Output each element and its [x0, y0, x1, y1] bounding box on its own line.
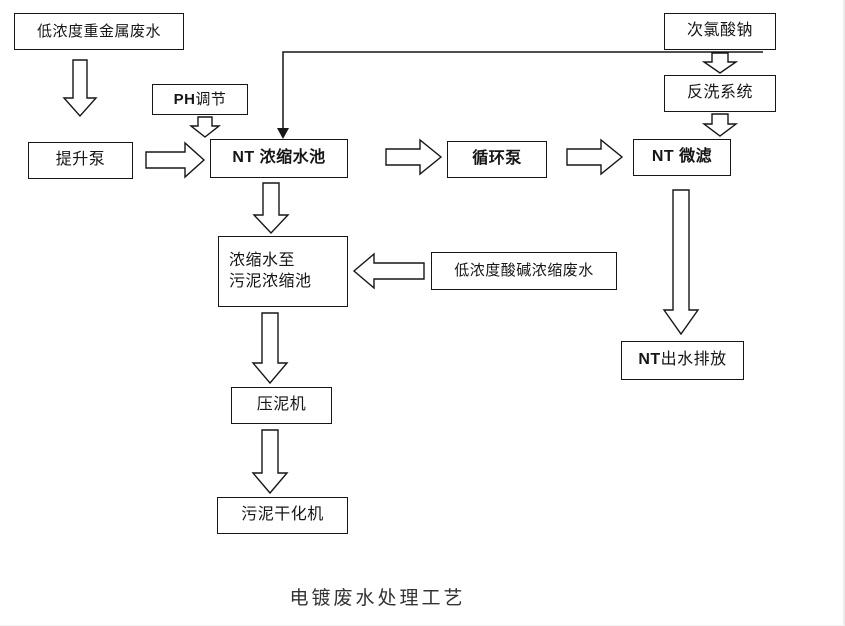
node-sodium-hypochlorite: 次氯酸钠	[664, 13, 776, 50]
arrow-hypochlorite-to-backwash	[701, 52, 739, 74]
node-label: 低浓度酸碱浓缩废水	[454, 262, 594, 280]
node-label: 调节	[195, 90, 227, 108]
arrow-acid-alkali-to-concentrate	[352, 252, 425, 290]
arrow-ph-adjust-to-nt-tank	[188, 116, 222, 138]
node-label: 出水排放	[660, 351, 727, 369]
node-label: 反洗系统	[686, 84, 753, 102]
node-label: 提升泵	[55, 151, 106, 169]
node-backwash-system: 反洗系统	[664, 75, 776, 112]
node-label: NT 微滤	[651, 148, 713, 166]
node-label-bold: NT	[638, 351, 661, 369]
arrow-nt-microfilter-to-discharge	[662, 189, 700, 336]
node-label-bold: PH	[173, 90, 196, 108]
node-concentrate-to-sludge-tank: 浓缩水至 污泥浓缩池	[218, 236, 348, 307]
node-label-line1: 浓缩水至	[229, 251, 296, 269]
node-acid-alkali-wastewater: 低浓度酸碱浓缩废水	[431, 252, 617, 290]
arrow-feed-to-lift-pump	[62, 59, 98, 118]
node-label: 压泥机	[256, 396, 307, 414]
node-ph-adjust: PH 调节	[152, 84, 248, 115]
node-sludge-dryer: 污泥干化机	[217, 497, 348, 534]
arrow-nt-tank-to-concentrate	[252, 182, 290, 235]
node-label: 次氯酸钠	[686, 22, 753, 40]
node-nt-concentrate-tank: NT 浓缩水池	[210, 139, 348, 178]
node-low-heavy-metal-wastewater: 低浓度重金属废水	[14, 13, 184, 50]
node-label-line2: 污泥浓缩池	[229, 272, 312, 290]
node-label: 低浓度重金属废水	[36, 22, 161, 40]
return-line-backwash-to-nt-tank	[277, 51, 763, 139]
arrow-lift-pump-to-nt-tank	[145, 141, 206, 179]
node-label: 污泥干化机	[241, 506, 324, 524]
node-label: NT 浓缩水池	[232, 149, 326, 167]
node-circulation-pump: 循环泵	[447, 141, 547, 178]
node-nt-microfilter: NT 微滤	[633, 139, 731, 176]
node-label: 循环泵	[472, 150, 522, 168]
node-mud-press: 压泥机	[231, 387, 332, 424]
arrow-circulation-pump-to-nt-microfilter	[566, 138, 624, 176]
node-lift-pump: 提升泵	[28, 142, 133, 179]
arrow-mud-press-to-sludge-dryer	[251, 429, 289, 495]
arrow-nt-tank-to-circulation-pump	[385, 138, 443, 176]
diagram-caption: 电镀废水处理工艺	[289, 588, 466, 609]
arrow-concentrate-to-mud-press	[251, 312, 289, 385]
arrow-backwash-to-nt-microfilter	[701, 113, 739, 137]
